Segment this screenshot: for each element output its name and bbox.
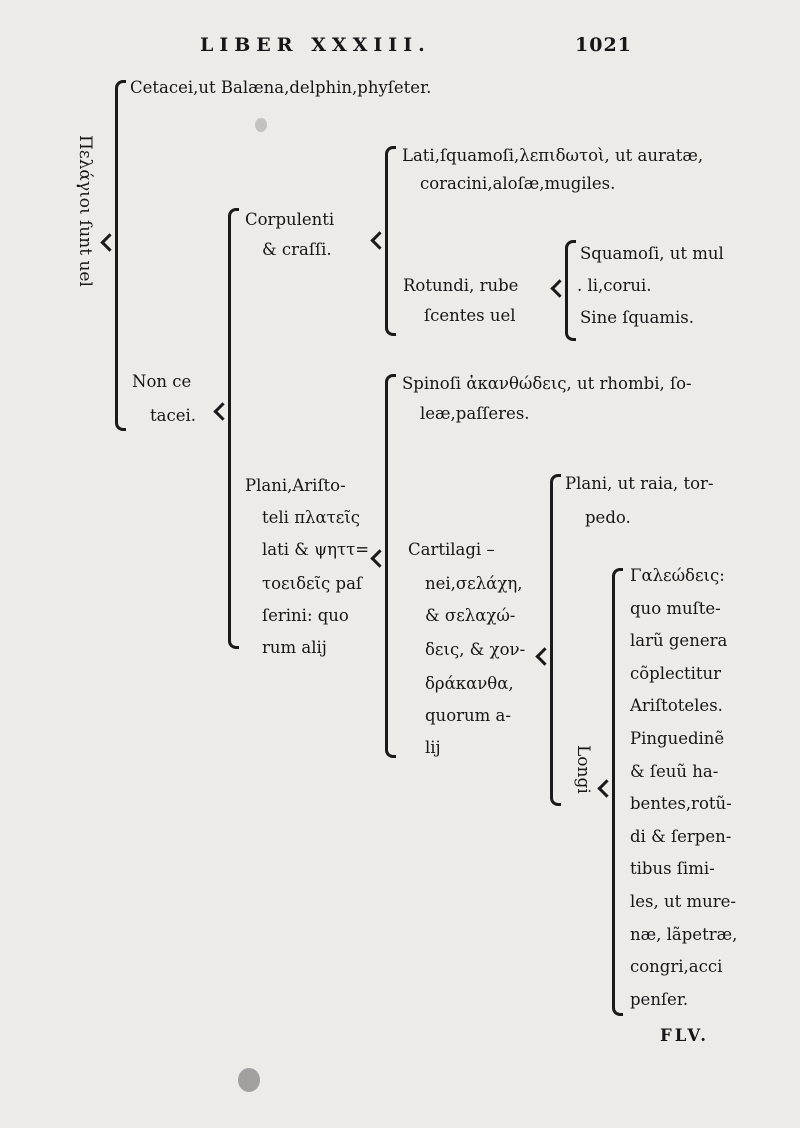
line-spinosi-2: leæ,paſſeres. bbox=[420, 404, 530, 423]
line-plani-sub-1: Plani, ut raia, tor- bbox=[565, 474, 714, 493]
line-spinosi-1: Spinoſi ἀκανθώδεις, ut rhombi, ſo- bbox=[402, 374, 692, 393]
line-plani-4: τοειδεῖς paſ bbox=[262, 574, 363, 593]
line-plani-3: lati & ψηττ= bbox=[262, 540, 370, 559]
line-plani-2: teli πλατεῖς bbox=[262, 508, 361, 527]
line-plani-sub-2: pedo. bbox=[585, 508, 631, 527]
line-cartilaginei-2: nei,σελάχη, bbox=[425, 574, 523, 593]
bracket-root bbox=[115, 80, 126, 431]
line-non-cetacei-2: tacei. bbox=[150, 406, 196, 425]
line-longi-5: Ariſtoteles. bbox=[630, 696, 723, 716]
line-plani-5: ſerini: quo bbox=[262, 606, 349, 625]
line-longi-1: Γαλεώδεις: bbox=[630, 566, 725, 585]
bracket-plani bbox=[385, 374, 396, 758]
line-longi-14: penſer. bbox=[630, 989, 689, 1009]
vertical-label-pelagioi: Πελάγιοι ſunt uel bbox=[75, 135, 95, 287]
line-rotundi-sub-1: Squamoſi, ut mul bbox=[580, 244, 724, 263]
bracket-longi bbox=[612, 568, 623, 1016]
catchword: FLV. bbox=[660, 1026, 710, 1045]
running-title: LIBER XXXIII. bbox=[200, 34, 431, 56]
line-corpulenti-2: & craſſi. bbox=[262, 240, 332, 259]
line-longi-10: tibus ſimi- bbox=[630, 859, 715, 879]
line-plani-6: rum alij bbox=[262, 638, 327, 657]
line-longi-7: & ſeuũ ha- bbox=[630, 761, 719, 781]
ink-speck bbox=[255, 118, 267, 132]
line-rotundi-sub-2: . li,corui. bbox=[577, 276, 652, 295]
vertical-label-longi: Longi bbox=[573, 745, 593, 794]
line-cartilaginei-4: δεις, & χον- bbox=[425, 640, 526, 659]
line-rotundi-sub-3: Sine ſquamis. bbox=[580, 308, 694, 327]
line-cartilaginei-3: & σελαχώ- bbox=[425, 606, 516, 625]
line-cartilaginei-5: δράκανθα, bbox=[425, 674, 514, 693]
bracket-corpulenti bbox=[385, 146, 396, 336]
line-non-cetacei-1: Non ce bbox=[132, 372, 192, 391]
line-rotundi-1: Rotundi, rube bbox=[403, 276, 519, 295]
line-longi-2: quo muſte- bbox=[630, 598, 721, 618]
line-cartilaginei-6: quorum a- bbox=[425, 706, 511, 725]
line-longi-6: Pinguedinẽ bbox=[630, 729, 725, 748]
line-plani-1: Plani,Ariſto- bbox=[245, 476, 346, 495]
ink-speck bbox=[238, 1068, 260, 1092]
line-longi-11: les, ut mure- bbox=[630, 892, 737, 911]
line-longi-13: congri,acci bbox=[630, 957, 723, 977]
line-longi-8: bentes,rotũ- bbox=[630, 794, 732, 814]
line-longi-3: larũ genera bbox=[630, 631, 728, 651]
line-longi-4: cõplectitur bbox=[630, 663, 722, 683]
line-cartilaginei-7: lij bbox=[425, 738, 441, 757]
line-cetacei: Cetacei,ut Balæna,delphin,phyſeter. bbox=[130, 78, 432, 97]
line-longi-9: di & ſerpen- bbox=[630, 826, 732, 846]
bracket-non-cetacei bbox=[228, 208, 239, 649]
line-lati-2: coracini,aloſæ,mugiles. bbox=[420, 174, 616, 193]
line-lati-1: Lati,ſquamoſi,λεπιδωτοὶ, ut auratæ, bbox=[402, 146, 704, 165]
page-number: 1021 bbox=[575, 34, 632, 56]
line-longi-12: næ, lãpetræ, bbox=[630, 924, 738, 944]
line-rotundi-2: ſcentes uel bbox=[424, 306, 516, 325]
line-cartilaginei-1: Cartilagi – bbox=[408, 540, 495, 559]
bracket-cartilaginei bbox=[550, 474, 561, 806]
line-corpulenti-1: Corpulenti bbox=[245, 210, 335, 229]
bracket-rotundi bbox=[565, 240, 576, 341]
